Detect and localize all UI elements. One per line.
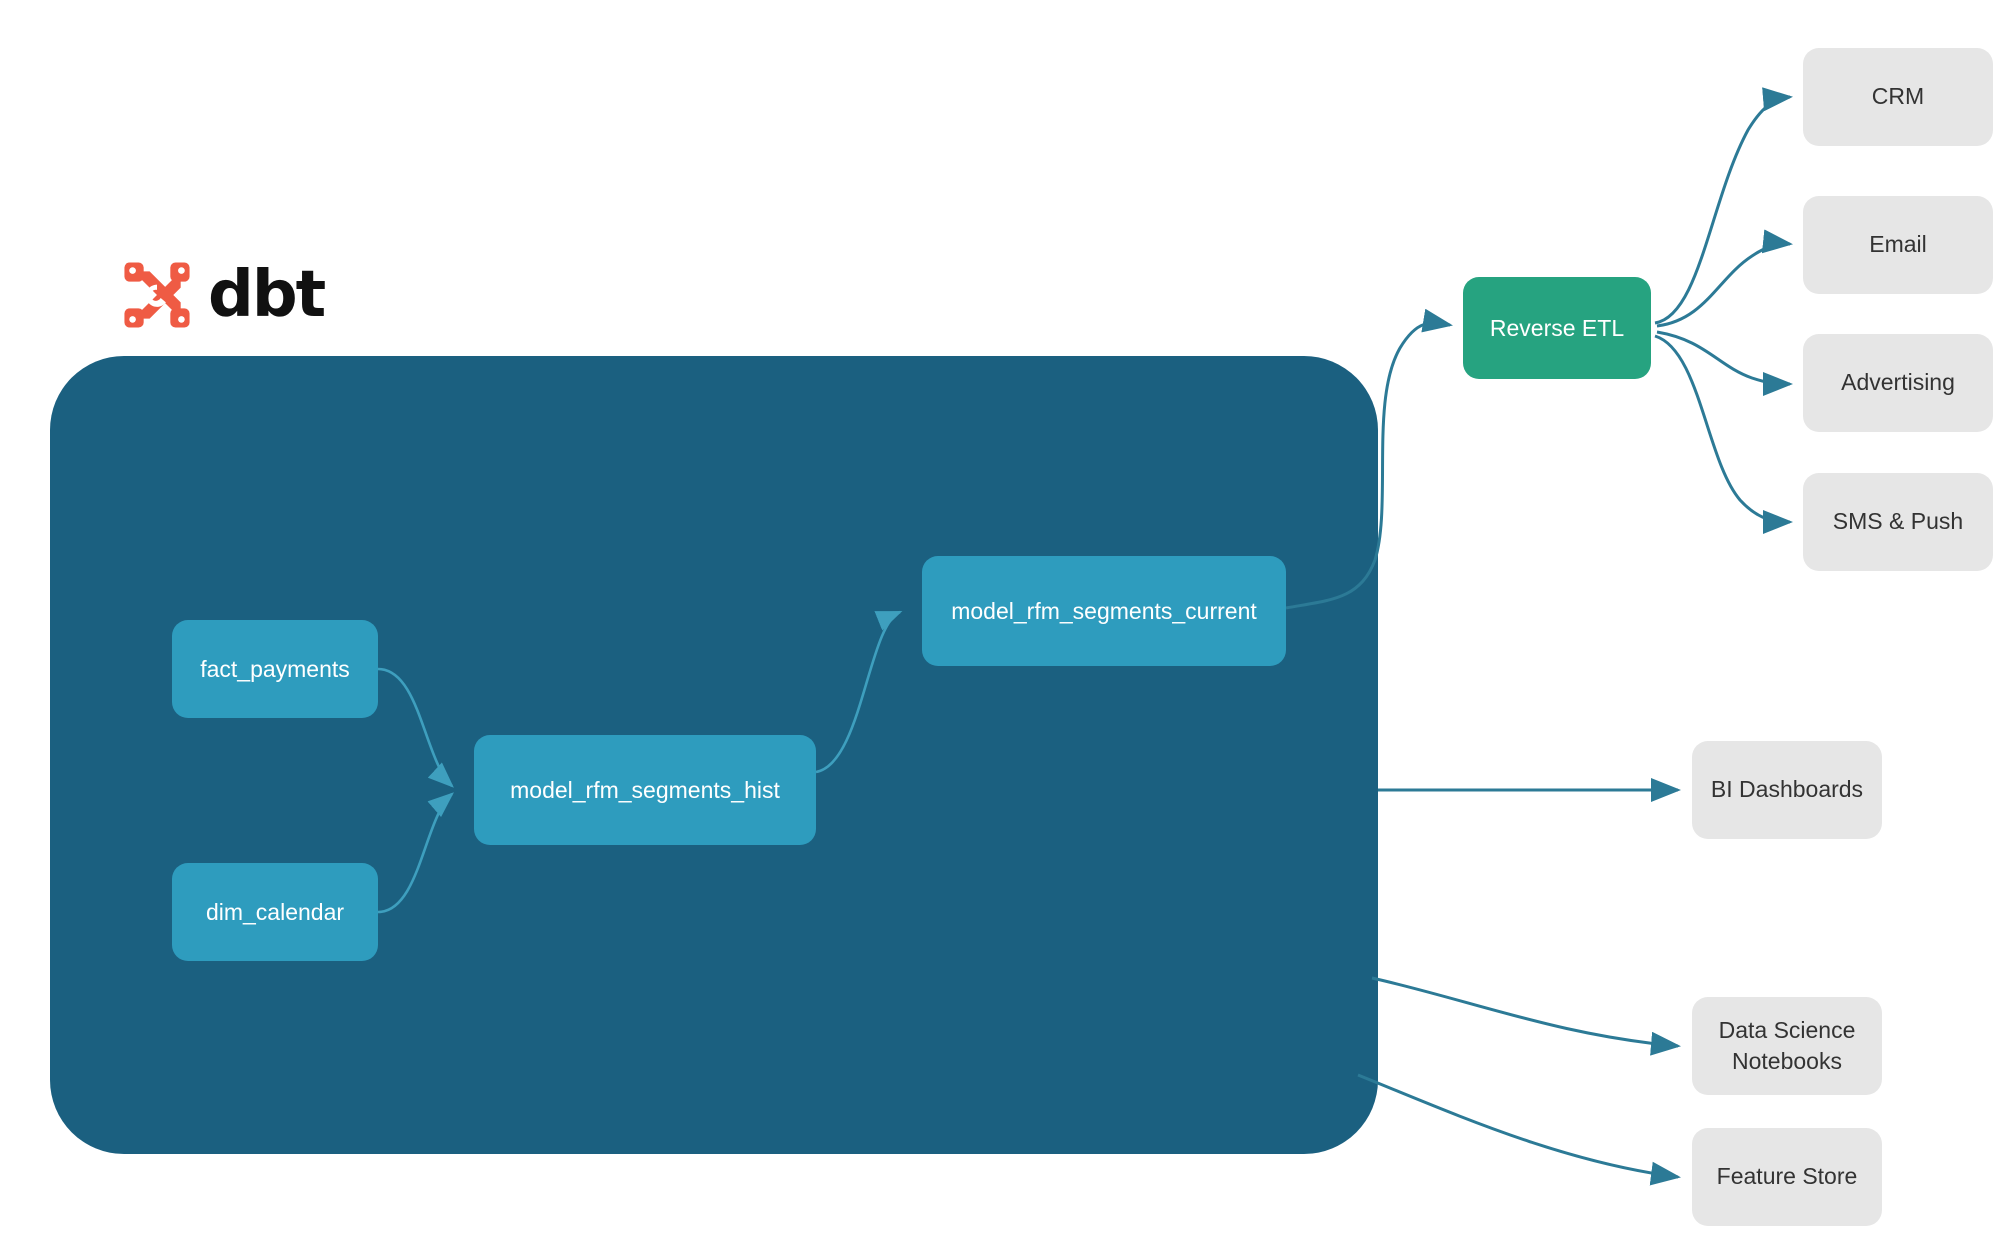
node-model-rfm-segments-hist[interactable]: model_rfm_segments_hist: [474, 735, 816, 845]
ds-notebooks-line-1: Data Science: [1718, 1016, 1856, 1043]
edge-reverse-etl-to-crm: [1654, 87, 1793, 325]
edge-hist-to-feature-store: [1357, 1073, 1681, 1186]
dbt-brand: dbt: [120, 258, 326, 332]
node-dim-calendar[interactable]: dim_calendar: [172, 863, 378, 961]
node-advertising[interactable]: Advertising: [1803, 334, 1993, 432]
dbt-logo-icon: [124, 262, 190, 328]
node-email[interactable]: Email: [1803, 196, 1993, 294]
node-sms-and-push[interactable]: SMS & Push: [1803, 473, 1993, 571]
node-data-science-notebooks[interactable]: Data Science Notebooks: [1692, 997, 1882, 1095]
node-feature-store[interactable]: Feature Store: [1692, 1128, 1882, 1226]
node-crm[interactable]: CRM: [1803, 48, 1993, 146]
node-bi-dashboards[interactable]: BI Dashboards: [1692, 741, 1882, 839]
node-reverse-etl[interactable]: Reverse ETL: [1463, 277, 1651, 379]
edge-reverse-etl-to-sms-push: [1654, 334, 1793, 534]
edge-reverse-etl-to-advertising: [1656, 330, 1793, 396]
dbt-wordmark: dbt: [208, 258, 326, 332]
ds-notebooks-line-2: Notebooks: [1732, 1048, 1842, 1074]
edge-reverse-etl-to-email: [1656, 229, 1793, 328]
node-model-rfm-segments-current[interactable]: model_rfm_segments_current: [922, 556, 1286, 666]
edge-hist-to-ds-notebooks: [1371, 976, 1681, 1056]
node-fact-payments[interactable]: fact_payments: [172, 620, 378, 718]
